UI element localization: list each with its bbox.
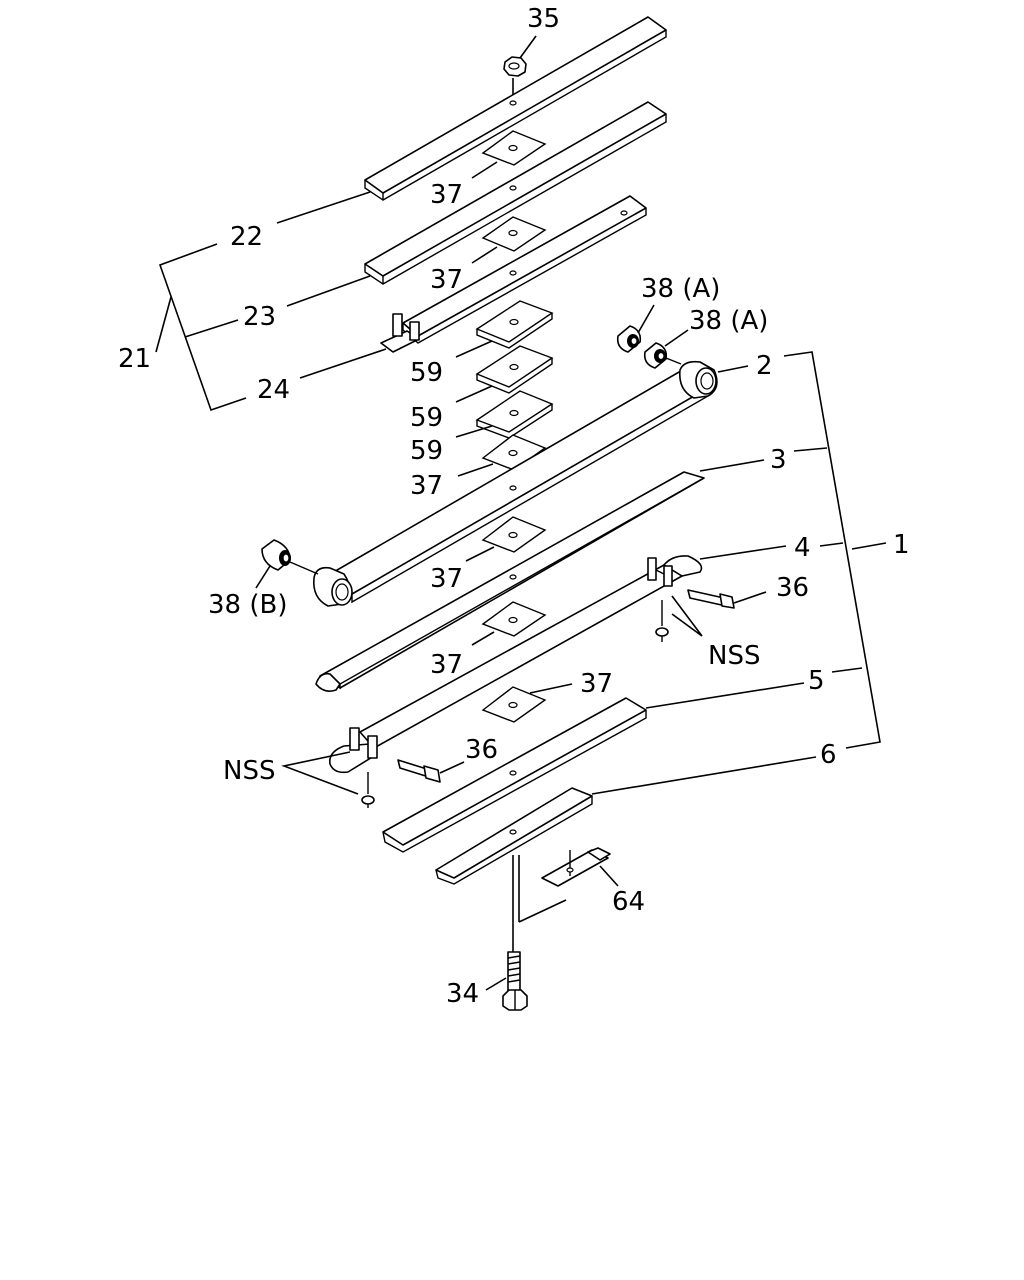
callout-24: 24: [257, 375, 290, 405]
callout-38b: 38 (B): [208, 590, 287, 620]
clip-plate-64: [541, 847, 619, 887]
nut-35: [503, 35, 537, 103]
leaf-5: [382, 682, 805, 853]
pad-37-lower: [481, 683, 573, 723]
bushings-38a: [616, 304, 689, 369]
callout-59-c: 59: [410, 436, 443, 466]
callout-nss-2: NSS: [223, 756, 275, 786]
callout-38a-2: 38 (A): [689, 306, 768, 336]
callout-37-c: 37: [410, 471, 443, 501]
callout-37-d: 37: [430, 564, 463, 594]
callout-nss-1: NSS: [708, 641, 760, 671]
callout-5: 5: [808, 666, 825, 696]
callout-3: 3: [770, 445, 787, 475]
leaf-2-main: [312, 360, 749, 607]
callout-37-b: 37: [430, 265, 463, 295]
pad-37-mid1: [465, 516, 547, 562]
callout-35: 35: [527, 4, 560, 34]
callout-59-a: 59: [410, 358, 443, 388]
callout-59-b: 59: [410, 403, 443, 433]
leaf-4: [281, 545, 787, 808]
bracket-1: [783, 351, 887, 749]
callout-38a-1: 38 (A): [641, 274, 720, 304]
leaf-3: [315, 459, 765, 692]
leaf-22: [276, 16, 667, 224]
callout-labels: 35 37 22 37 38 (A) 23 38 (A) 21 2 59 24 …: [118, 4, 910, 1009]
callout-23: 23: [243, 302, 276, 332]
callout-37-f: 37: [580, 669, 613, 699]
callout-37-a: 37: [430, 180, 463, 210]
callout-21: 21: [118, 344, 151, 374]
leaf-23: [286, 101, 667, 307]
callout-4: 4: [794, 533, 811, 563]
leaf-24: [299, 195, 647, 379]
callout-34: 34: [446, 979, 479, 1009]
center-bolt-34: [485, 855, 567, 1011]
callout-36-b: 36: [465, 735, 498, 765]
callout-2: 2: [756, 351, 773, 381]
bracket-21: [155, 243, 247, 412]
callout-37-e: 37: [430, 650, 463, 680]
callout-22: 22: [230, 222, 263, 252]
spacers-59: [455, 300, 554, 439]
pad-37-upper: [457, 434, 547, 477]
callout-1: 1: [893, 530, 910, 560]
leaf-6: [435, 756, 817, 885]
callout-6: 6: [820, 740, 837, 770]
bushing-38b: [255, 539, 319, 589]
callout-36-a: 36: [776, 573, 809, 603]
callout-64: 64: [612, 887, 645, 917]
